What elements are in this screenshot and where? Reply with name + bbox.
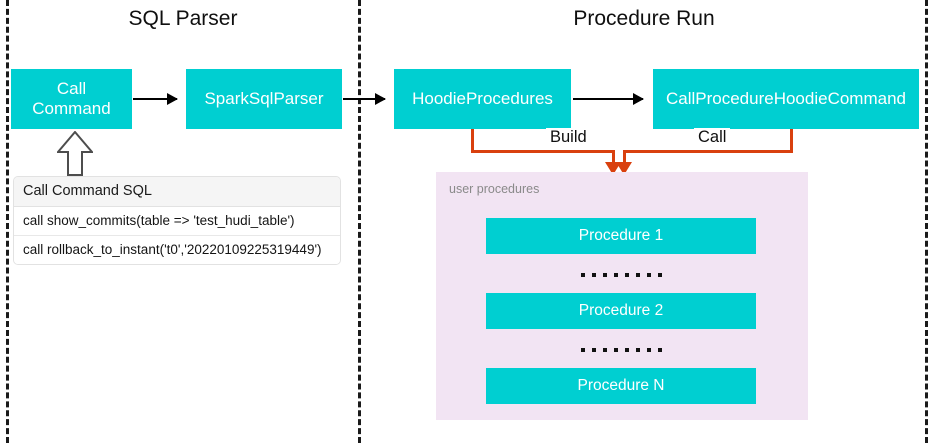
procedure-label: Procedure N [577, 377, 665, 394]
dot-icon [591, 348, 596, 352]
procedure-label: Procedure 1 [578, 227, 664, 244]
node-spark-sql-parser-label: SparkSqlParser [204, 88, 324, 108]
procedure-label: Procedure 2 [578, 302, 664, 319]
list-item[interactable]: Procedure N [486, 368, 756, 404]
node-spark-sql-parser[interactable]: SparkSqlParser [186, 69, 342, 129]
table-row: call show_commits(table => 'test_hudi_ta… [14, 207, 340, 236]
dot-icon [580, 273, 585, 277]
dot-icon [646, 273, 651, 277]
node-call-procedure-hoodie-command-label: CallProcedureHoodieCommand [665, 88, 906, 108]
dot-icon [602, 273, 607, 277]
arrow-right-icon-call-to-parser [133, 93, 178, 105]
edge-label-build: Build [546, 128, 591, 147]
sql-table-header: Call Command SQL [14, 177, 340, 207]
user-procedures-caption: user procedures [449, 182, 540, 196]
arrow-up-icon [57, 131, 93, 176]
edge-label-call: Call [694, 128, 731, 147]
section-divider-middle [358, 0, 361, 443]
dot-icon [657, 273, 662, 277]
node-hoodie-procedures-label: HoodieProcedures [412, 88, 553, 108]
dot-icon [602, 348, 607, 352]
connector-build-segment-vertical-bottom [612, 150, 615, 168]
node-call-procedure-hoodie-command[interactable]: CallProcedureHoodieCommand [653, 69, 919, 129]
section-title-sql-parser: SQL Parser [128, 7, 238, 30]
node-call-command[interactable]: Call Command [11, 69, 132, 129]
node-call-command-label-line1: Call [56, 78, 87, 98]
table-row: call rollback_to_instant('t0','202201092… [14, 236, 340, 264]
dot-icon [580, 348, 585, 352]
node-call-command-label-line2: Command [32, 99, 111, 118]
list-item[interactable]: Procedure 1 [486, 218, 756, 254]
dot-icon [657, 348, 662, 352]
arrow-right-icon-hoodie-to-command [573, 93, 644, 105]
section-title-procedure-run: Procedure Run [573, 7, 715, 30]
ellipsis-dots [486, 332, 756, 368]
dot-icon [624, 348, 629, 352]
connector-build-segment-horizontal [471, 150, 615, 153]
dot-icon [624, 273, 629, 277]
ellipsis-dots [486, 257, 756, 293]
arrow-down-icon-call [616, 162, 632, 175]
section-divider-left [6, 0, 9, 443]
connector-call-segment-horizontal [623, 150, 793, 153]
user-procedures-panel: user procedures Procedure 1 Procedure 2 [436, 172, 808, 420]
dot-icon [646, 348, 651, 352]
connector-call-segment-vertical-top [790, 129, 793, 153]
node-hoodie-procedures[interactable]: HoodieProcedures [394, 69, 571, 129]
dot-icon [613, 348, 618, 352]
dot-icon [591, 273, 596, 277]
connector-build-segment-vertical-top [471, 129, 474, 153]
dot-icon [635, 348, 640, 352]
connector-call-segment-vertical-bottom [623, 150, 626, 168]
list-item[interactable]: Procedure 2 [486, 293, 756, 329]
arrow-right-icon-parser-to-hoodie [343, 93, 386, 105]
dot-icon [613, 273, 618, 277]
section-divider-right [925, 0, 928, 443]
call-command-sql-table: Call Command SQL call show_commits(table… [13, 176, 341, 265]
dot-icon [635, 273, 640, 277]
